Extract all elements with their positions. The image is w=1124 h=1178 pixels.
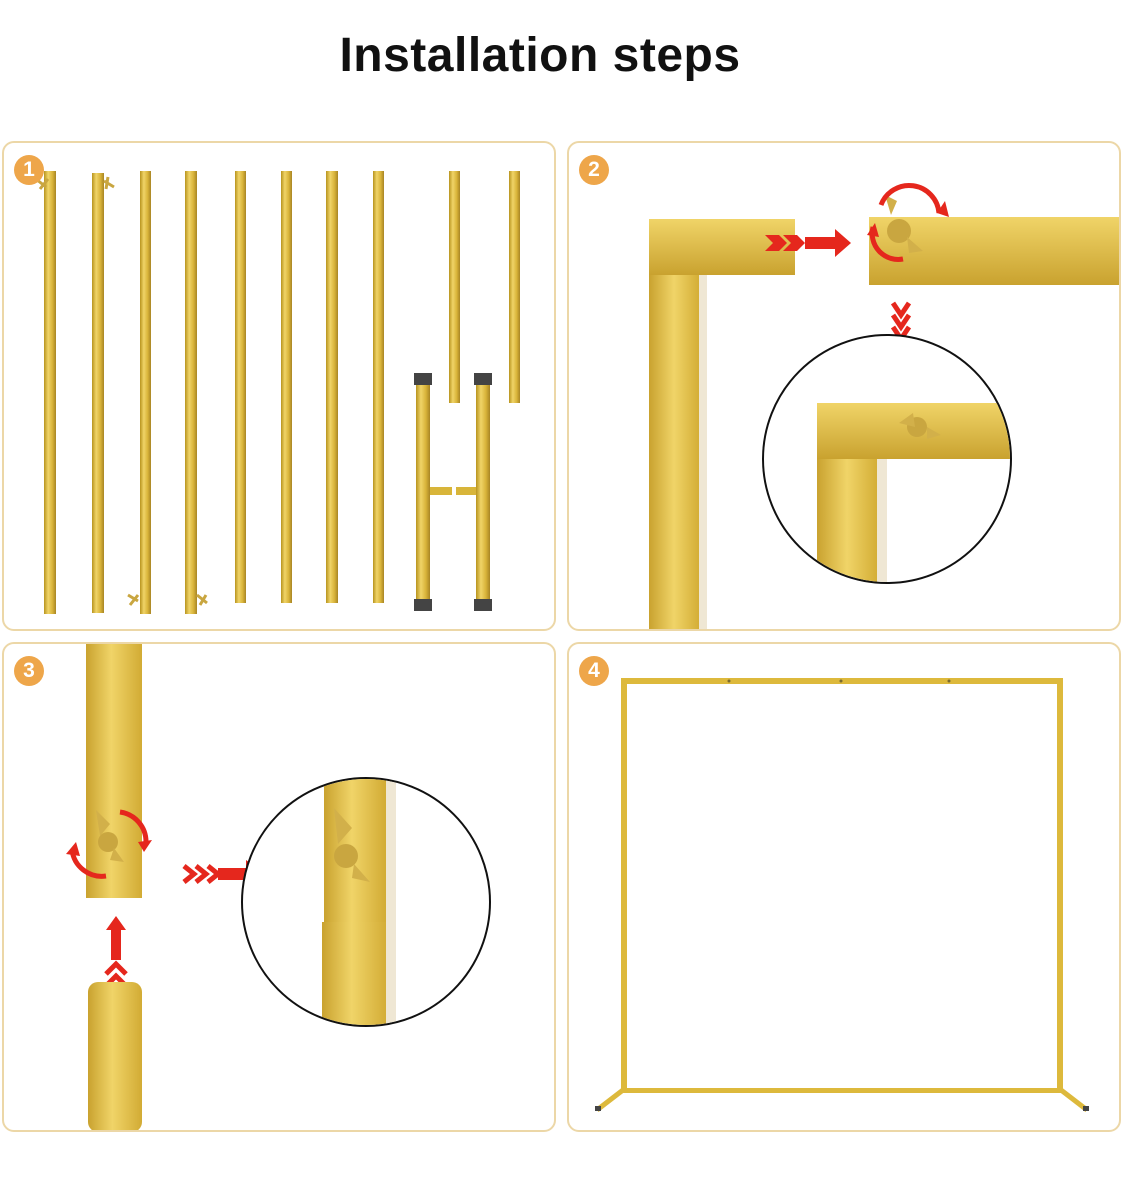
step-2-panel: 2 — [567, 141, 1121, 631]
step-3-badge: 3 — [14, 656, 44, 686]
assembled-frame-icon — [595, 678, 1089, 1112]
step-2-badge: 2 — [579, 155, 609, 185]
corner-connection-icon — [649, 183, 1119, 629]
vertical-connection-icon — [66, 644, 491, 1130]
step-4-badge: 4 — [579, 656, 609, 686]
step-4-panel: 4 — [567, 642, 1121, 1132]
step-1-badge: 1 — [14, 155, 44, 185]
step-3-panel: 3 — [2, 642, 556, 1132]
step-1-panel: 1 — [2, 141, 556, 631]
frame-parts-icon — [35, 171, 520, 614]
page-title: Installation steps — [339, 29, 741, 82]
